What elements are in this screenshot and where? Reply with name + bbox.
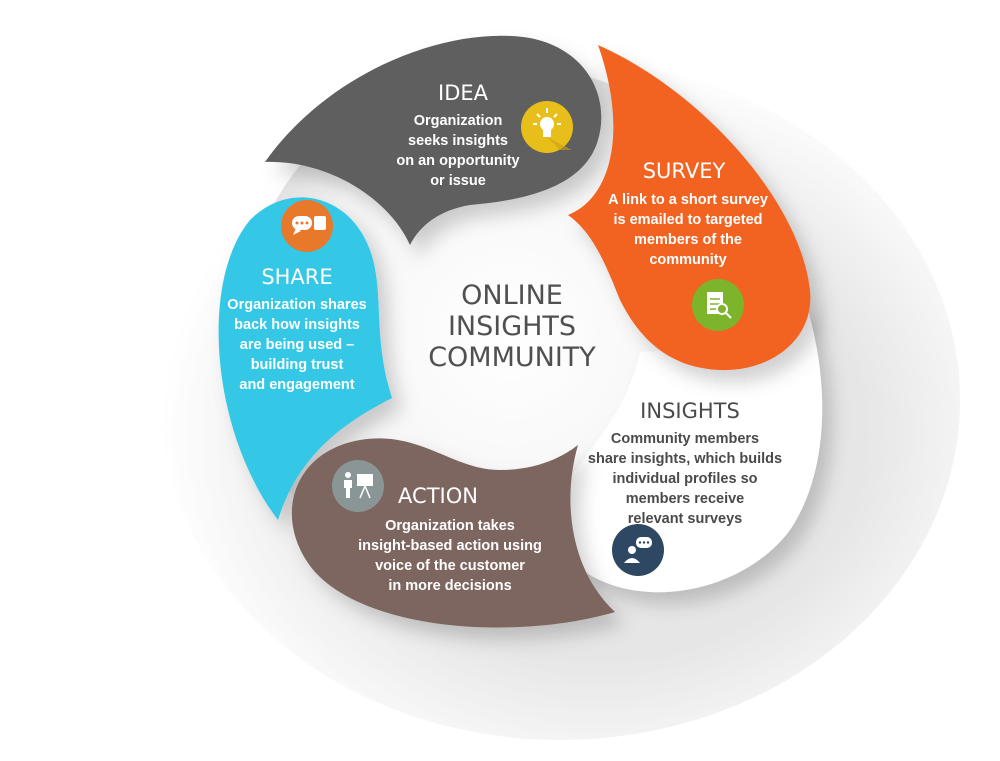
lightbulb-icon (521, 101, 573, 153)
survey-text: community (649, 252, 726, 268)
insights-text: relevant surveys (628, 511, 742, 527)
action-text: Organization takes (385, 518, 515, 534)
center-line: INSIGHTS (448, 311, 576, 342)
share-text: and engagement (239, 377, 354, 393)
insights-text: individual profiles so (612, 471, 757, 487)
center-line: ONLINE (461, 280, 563, 311)
share-text: Organization shares (227, 297, 366, 313)
survey-text: is emailed to targeted (613, 212, 762, 228)
action-text: voice of the customer (375, 558, 525, 574)
survey-title: SURVEY (643, 159, 726, 183)
petal-share (218, 197, 392, 520)
idea-text: seeks insights (408, 133, 508, 149)
presenter-chart-icon (332, 460, 384, 512)
petal-survey (568, 45, 811, 371)
action-title: ACTION (398, 484, 478, 508)
insights-text: share insights, which builds (588, 451, 782, 467)
chat-bubbles-icon (281, 200, 333, 252)
petal-insights (553, 300, 823, 593)
share-title: SHARE (261, 265, 332, 289)
share-text: are being used – (240, 337, 354, 353)
idea-title: IDEA (438, 81, 489, 105)
petal-idea (265, 35, 602, 246)
share-text: building trust (251, 357, 344, 373)
idea-text: on an opportunity (396, 153, 519, 169)
survey-text: members of the (634, 232, 742, 248)
clipboard-search-icon (692, 279, 744, 331)
idea-text: Organization (414, 113, 503, 129)
insights-text: members receive (626, 491, 745, 507)
action-text: in more decisions (388, 578, 511, 594)
action-text: insight-based action using (358, 538, 542, 554)
idea-text: or issue (430, 173, 486, 189)
insights-title: INSIGHTS (640, 399, 740, 423)
insights-text: Community members (611, 431, 759, 447)
center-line: COMMUNITY (428, 342, 596, 373)
person-speech-icon (612, 524, 664, 576)
survey-text: A link to a short survey (608, 192, 768, 208)
share-text: back how insights (234, 317, 360, 333)
